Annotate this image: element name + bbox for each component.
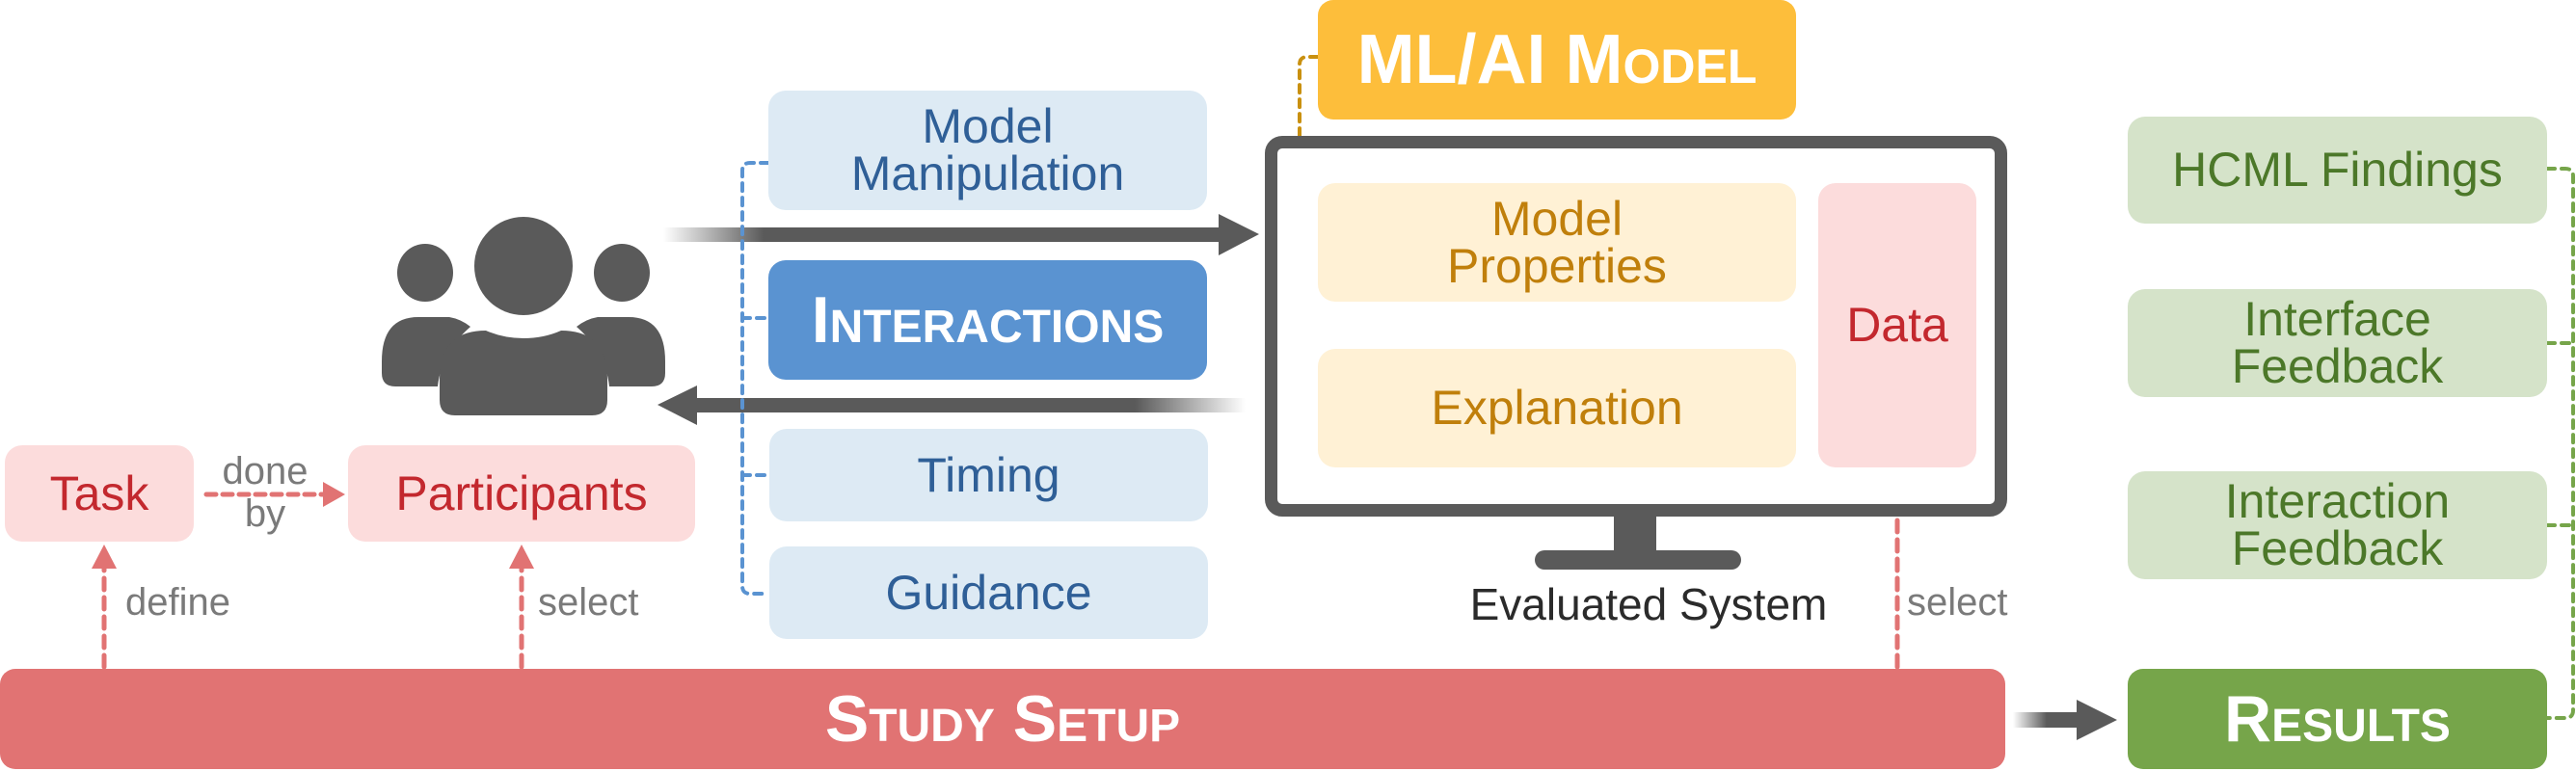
- task-box: Task: [5, 445, 194, 542]
- evaluated-system-caption: Evaluated System: [1469, 579, 1828, 629]
- monitor-stand-neck: [1614, 515, 1656, 553]
- select-participants-arrow: [509, 545, 534, 670]
- arrow-to-user: [657, 386, 1246, 425]
- arrow-to-system: [663, 214, 1259, 255]
- guidance-box: Guidance: [769, 546, 1208, 639]
- hcml-findings-box: HCML Findings: [2128, 117, 2547, 224]
- define-arrow: [92, 545, 117, 670]
- ml-ai-model-header: ML/AI Model: [1318, 0, 1796, 120]
- participants-box: Participants: [348, 445, 695, 542]
- timing-box: Timing: [769, 429, 1208, 521]
- interactions-bracket: [740, 161, 770, 596]
- task-label: Task: [49, 465, 149, 520]
- study-setup-bar: Study Setup: [0, 669, 2005, 769]
- results-header: Results: [2128, 669, 2547, 769]
- model-properties-box: Model Properties: [1318, 183, 1796, 302]
- participants-group-icon: [382, 217, 665, 415]
- interactions-header: Interactions: [768, 260, 1207, 380]
- interface-feedback-box: Interface Feedback: [2128, 289, 2547, 397]
- arrow-to-results: [2013, 700, 2117, 740]
- results-bracket: [2545, 167, 2575, 720]
- define-label: define: [125, 581, 230, 624]
- model-manipulation-box: Model Manipulation: [768, 91, 1207, 210]
- done-by-label: done by: [222, 450, 309, 535]
- participants-label: Participants: [395, 465, 648, 520]
- done-by-arrow: [203, 482, 345, 507]
- monitor-stand-base: [1535, 550, 1741, 570]
- select-participants-label: select: [538, 581, 639, 624]
- select-data-label: select: [1907, 581, 2008, 624]
- explanation-box: Explanation: [1318, 349, 1796, 467]
- interaction-feedback-box: Interaction Feedback: [2128, 471, 2547, 579]
- data-box: Data: [1818, 183, 1976, 467]
